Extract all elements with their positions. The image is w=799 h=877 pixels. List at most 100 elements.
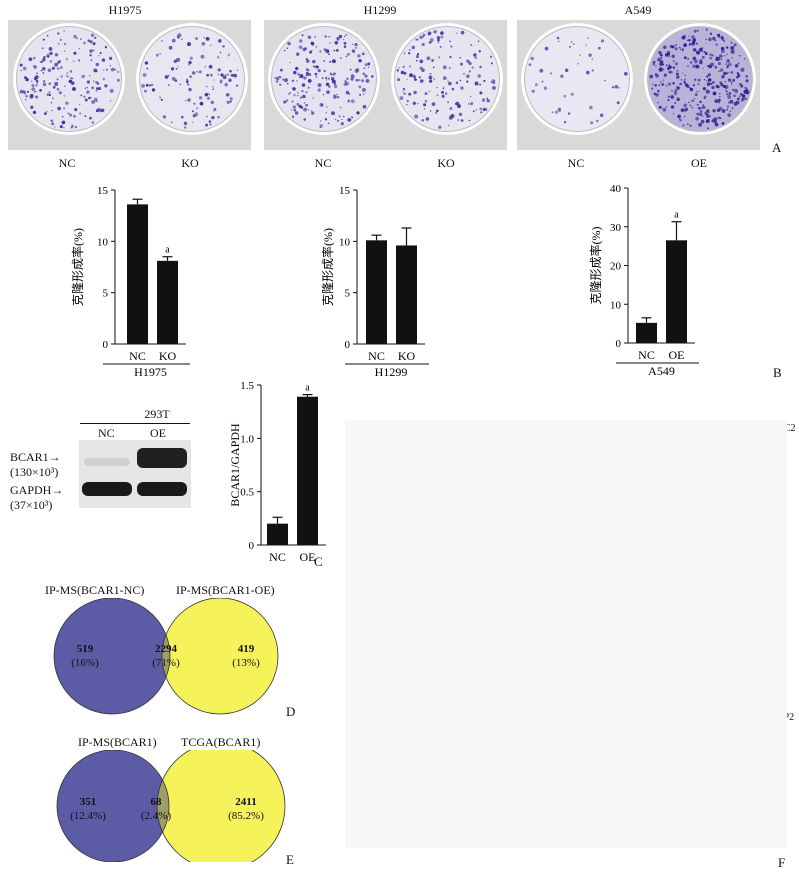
venn-d-left-title: IP-MS(BCAR1-NC) (45, 583, 145, 597)
venn-d-diagram (53, 598, 279, 715)
venn-e-mid-count: 68 (150, 796, 162, 808)
bar (636, 322, 657, 343)
blot-lane-label: NC (98, 426, 115, 440)
venn-d-mid-count: 2294 (155, 643, 177, 655)
venn-e-right-circle (157, 750, 285, 862)
venn-e-right-count: 2411 (235, 796, 257, 808)
cell-title-a549: A549 (624, 3, 652, 17)
y-tick-label: 10 (610, 299, 622, 311)
cell-title-h1299: H1299 (363, 3, 397, 17)
bar (666, 240, 687, 343)
y-tick-label: 15 (339, 185, 351, 197)
category-label: NC (638, 348, 655, 362)
bar (157, 260, 178, 344)
y-tick-label: 10 (339, 236, 351, 248)
venn-e-right-pct: (85.2%) (228, 810, 264, 822)
y-tick-label: 0.5 (240, 487, 254, 499)
colony-dish (391, 23, 503, 135)
y-axis-label: 克隆形成率(%) (70, 228, 85, 306)
y-tick-label: 15 (97, 185, 109, 197)
y-tick-label: 0 (345, 339, 351, 351)
venn-e-left-circle (57, 750, 169, 862)
bar (366, 240, 387, 344)
dish-label: OE (691, 156, 707, 170)
category-label: NC (368, 349, 385, 363)
blot-lane-label: OE (150, 426, 166, 440)
bar (127, 204, 148, 344)
blot-band-bcar1-oe (137, 448, 187, 468)
blot-cell-line: 293T (144, 407, 170, 421)
category-label: NC (129, 349, 146, 363)
y-tick-label: 30 (610, 222, 622, 234)
network-background (345, 420, 787, 848)
venn-d-left-circle (54, 598, 170, 714)
category-label: KO (398, 349, 416, 363)
y-axis-label: 克隆形成率(%) (588, 227, 603, 305)
bar (396, 245, 417, 344)
panel-letter-d: D (286, 704, 296, 719)
category-label: OE (669, 348, 685, 362)
significance-mark: a (165, 245, 170, 256)
blot-row-mw: (37×10³) (10, 498, 53, 512)
significance-mark: a (674, 210, 679, 221)
y-tick-label: 1.0 (240, 433, 254, 445)
panel-letter-b: B (773, 365, 782, 380)
y-tick-label: 40 (610, 183, 622, 195)
venn-d-mid-pct: (71%) (152, 657, 180, 669)
colony-dish (136, 23, 248, 135)
blot-row-mw: (130×10³) (10, 465, 59, 479)
venn-d-right-circle (162, 598, 278, 714)
blot-band-bcar1-nc (84, 458, 130, 466)
bar (297, 396, 318, 545)
y-tick-label: 0 (103, 339, 109, 351)
venn-e-right-title: TCGA(BCAR1) (181, 735, 261, 749)
bar (267, 523, 288, 545)
venn-d-right-count: 419 (237, 643, 255, 655)
category-label: NC (269, 550, 286, 564)
y-axis-label: 克隆形成率(%) (320, 228, 335, 306)
x-axis-label: H1975 (134, 365, 167, 379)
venn-d-left-count: 519 (76, 643, 94, 655)
y-tick-label: 0 (616, 338, 622, 350)
chart-bcar1-gapdh: 0 0.5 1.0 1.5NC aOE BCAR1/GAPDH (228, 380, 326, 564)
dish-label: KO (181, 156, 199, 170)
y-axis-label: BCAR1/GAPDH (228, 423, 242, 507)
colony-dish (644, 23, 756, 135)
venn-d-right-title: IP-MS(BCAR1-OE) (176, 583, 275, 597)
panel-letter-e: E (286, 852, 294, 867)
category-label: KO (159, 349, 177, 363)
category-label: OE (300, 550, 316, 564)
significance-mark: a (305, 383, 310, 394)
dish-label: NC (567, 156, 585, 170)
blot-row-label: GAPDH→ (10, 483, 64, 497)
panel-letter-a: A (772, 140, 782, 155)
y-tick-label: 5 (103, 288, 109, 300)
dish-label: NC (58, 156, 76, 170)
blot-row-label: BCAR1→ (10, 450, 61, 464)
blot-underline (80, 423, 190, 424)
y-tick-label: 20 (610, 261, 622, 273)
venn-e-left-count: 351 (79, 796, 97, 808)
y-tick-label: 10 (97, 236, 109, 248)
panel-letter-c: C (314, 554, 323, 569)
y-tick-label: 1.5 (240, 380, 254, 392)
panel-letter-f: F (778, 855, 786, 870)
venn-e-left-pct: (12.4%) (70, 810, 106, 822)
venn-d-left-pct: (16%) (71, 657, 99, 669)
colony-dish (268, 23, 380, 135)
dish-label: KO (437, 156, 455, 170)
y-tick-label: 5 (345, 288, 351, 300)
blot-band-gapdh-nc (82, 482, 132, 496)
venn-e-mid-pct: (2.4%) (140, 810, 172, 822)
blot-band-gapdh-oe (137, 482, 187, 496)
dish-label: NC (314, 156, 332, 170)
colony-dish (13, 23, 125, 135)
colony-dish (521, 23, 633, 135)
venn-e-diagram (56, 750, 286, 862)
x-axis-label: H1299 (375, 365, 408, 379)
venn-d-right-pct: (13%) (232, 657, 260, 669)
y-tick-label: 0 (249, 540, 255, 552)
